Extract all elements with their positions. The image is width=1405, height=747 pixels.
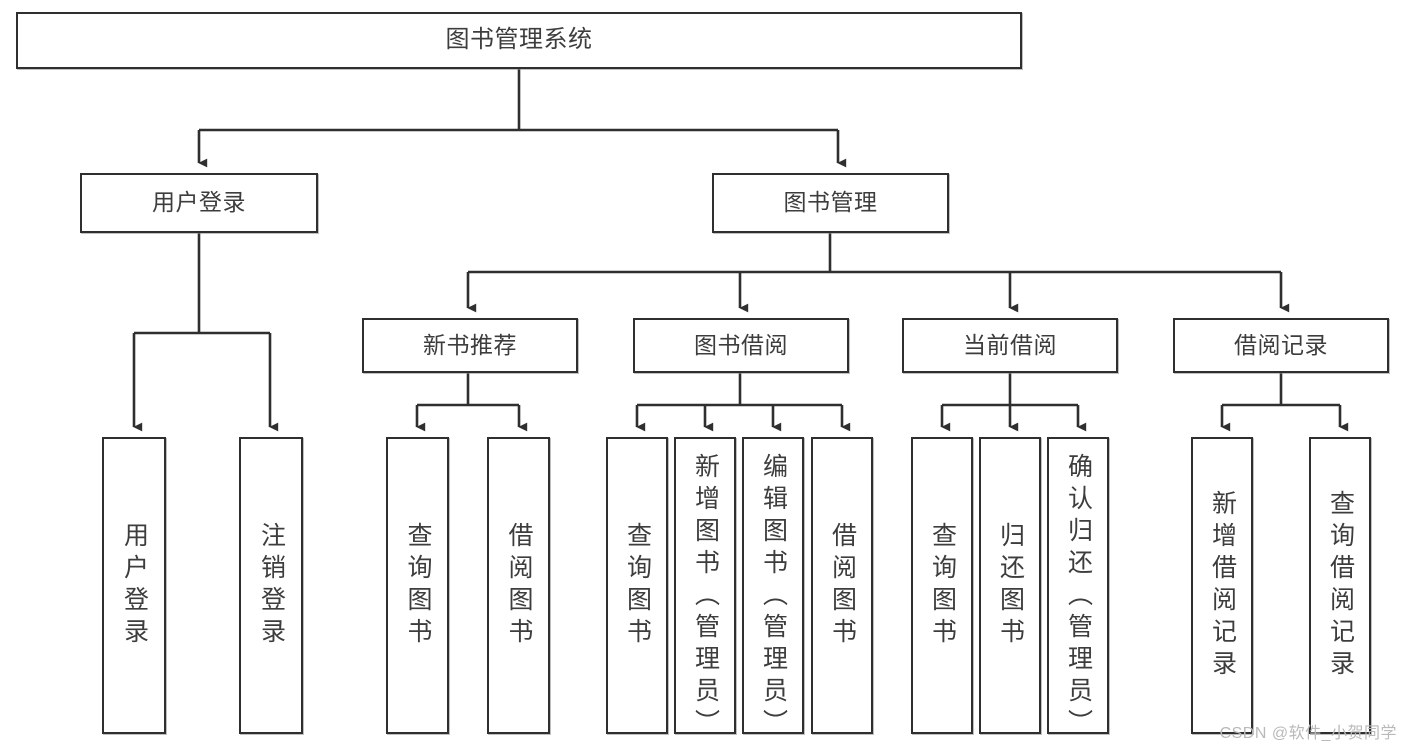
node-label: 用户登录 [152,189,246,216]
node-leaf-return-book[interactable]: 归还图书 [979,437,1041,734]
node-leaf-borrow-book-1[interactable]: 借阅图书 [487,437,550,734]
node-leaf-query-book-3[interactable]: 查询图书 [911,437,973,734]
node-label: 用户登录 [120,521,149,650]
node-current-borrow[interactable]: 当前借阅 [902,318,1118,373]
node-root-system[interactable]: 图书管理系统 [16,12,1022,69]
node-user-login[interactable]: 用户登录 [80,173,318,233]
node-label: 新增图书（管理员） [691,453,720,741]
node-label: 归还图书 [996,521,1025,650]
node-label: 图书管理 [783,189,878,216]
node-label: 图书借阅 [694,331,788,358]
node-label: 借阅图书 [505,521,533,650]
node-label: 编辑图书（管理员） [759,453,788,741]
node-leaf-add-record[interactable]: 新增借阅记录 [1191,437,1253,734]
node-label: 新增借阅记录 [1208,489,1237,682]
node-leaf-add-book[interactable]: 新增图书（管理员） [674,437,736,741]
node-label: 图书管理系统 [445,26,593,54]
node-leaf-confirm-return[interactable]: 确认归还（管理员） [1047,437,1109,741]
node-leaf-query-book-2[interactable]: 查询图书 [606,437,668,734]
csdn-watermark: CSDN @软件_小贺同学 [1219,725,1397,742]
node-label: 新书推荐 [423,331,517,358]
node-leaf-user-logout[interactable]: 注销登录 [239,437,303,734]
node-borrow-record[interactable]: 借阅记录 [1173,318,1389,373]
node-label: 借阅记录 [1234,331,1328,358]
node-label: 当前借阅 [963,331,1057,358]
node-label: 确认归还（管理员） [1064,453,1093,741]
node-label: 注销登录 [257,521,286,650]
node-label: 借阅图书 [828,521,857,650]
node-label: 查询图书 [623,521,652,650]
node-label: 查询图书 [928,521,957,650]
node-book-management[interactable]: 图书管理 [712,173,949,233]
node-leaf-query-record[interactable]: 查询借阅记录 [1309,437,1371,734]
node-leaf-query-book-1[interactable]: 查询图书 [386,437,449,734]
node-label: 查询图书 [404,521,432,650]
node-new-book-recommend[interactable]: 新书推荐 [362,318,578,373]
node-label: 查询借阅记录 [1326,489,1355,682]
node-leaf-user-login[interactable]: 用户登录 [102,437,166,734]
node-book-borrow[interactable]: 图书借阅 [633,318,849,373]
node-leaf-borrow-book-2[interactable]: 借阅图书 [811,437,873,734]
node-leaf-edit-book[interactable]: 编辑图书（管理员） [742,437,804,741]
